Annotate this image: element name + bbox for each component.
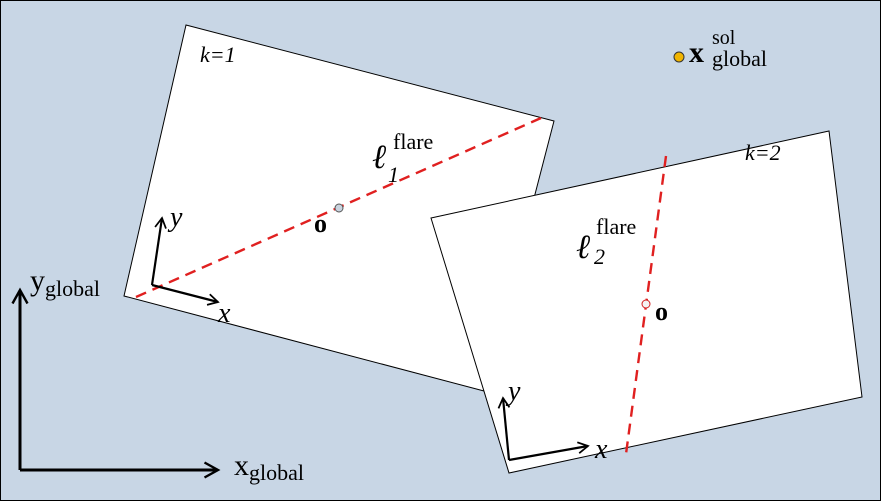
solution-point: x sol global <box>673 27 767 71</box>
local-axis-y-1 <box>150 216 167 286</box>
flare-label-1-superscript: flare <box>393 129 433 154</box>
optical-center-2 <box>641 299 651 309</box>
global-axis-y-sub: global <box>45 276 100 301</box>
local-axis-x-1 <box>151 283 220 306</box>
frame-k2: k=2 ℓ flare 2 o x y <box>430 130 863 474</box>
solution-point-main: x <box>689 36 704 69</box>
flare-label-2: ℓ <box>576 229 590 266</box>
global-axis-x-main: x <box>234 449 249 482</box>
frame-k1-label: k=1 <box>200 42 236 67</box>
origin-label-2: o <box>655 297 668 326</box>
global-axis-y-main: y <box>30 264 45 297</box>
flare-label-1: ℓ <box>372 139 386 176</box>
flare-label-2-superscript: flare <box>596 214 636 239</box>
global-axes: xglobal yglobal <box>11 264 304 485</box>
solution-point-superscript: sol <box>712 27 736 49</box>
global-axis-x-sub: global <box>249 460 304 485</box>
global-axis-x-label: xglobal <box>234 449 304 485</box>
local-axis-x-label-1: x <box>217 298 231 329</box>
frame-k2-label: k=2 <box>745 140 781 165</box>
flare-label-2-subscript: 2 <box>594 244 605 269</box>
local-axis-x-2 <box>508 441 590 462</box>
local-axis-y-label-2: y <box>505 376 521 407</box>
solution-point-marker <box>673 51 685 63</box>
global-axis-y-label: yglobal <box>30 264 100 301</box>
flare-label-1-subscript: 1 <box>388 162 399 187</box>
origin-label-1: o <box>314 209 327 238</box>
local-axis-y-label-1: y <box>167 202 183 233</box>
solution-point-subscript: global <box>712 46 767 71</box>
local-axis-y-2 <box>497 396 511 461</box>
local-axis-x-label-2: x <box>594 434 608 465</box>
frame-k1: k=1 ℓ flare 1 o x y <box>123 24 555 392</box>
optical-center-1 <box>334 203 344 213</box>
